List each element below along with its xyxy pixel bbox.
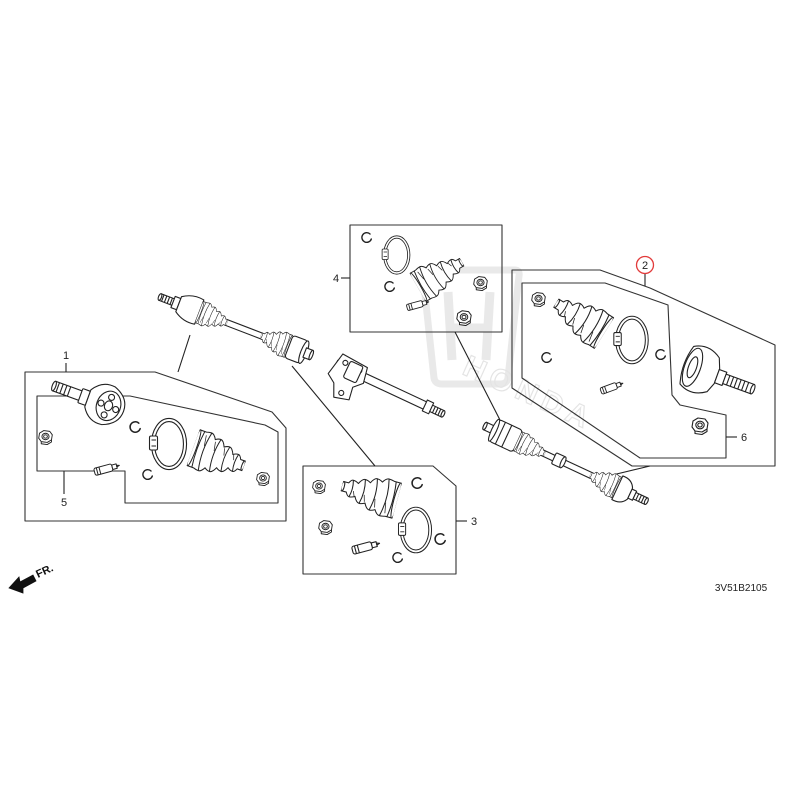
box-6-boot bbox=[545, 286, 616, 351]
outer-cv-joint-inner-race bbox=[103, 400, 114, 412]
box-3-circlip-upper bbox=[411, 477, 423, 489]
box-2-nut bbox=[691, 417, 709, 435]
box-3 bbox=[302, 465, 457, 575]
box-2-parts bbox=[531, 286, 756, 435]
intermediate-shaft-tip bbox=[440, 410, 446, 418]
box-6-circlip-right bbox=[655, 348, 667, 361]
bracket-bolt-hole bbox=[338, 389, 345, 396]
box-4-circlip-lower bbox=[384, 280, 396, 293]
right-shaft-inner-stub-tip bbox=[482, 421, 488, 431]
box-1-outer bbox=[24, 371, 287, 522]
left-shaft-inner-stub-tip bbox=[308, 349, 315, 361]
box-4-boot bbox=[408, 246, 472, 304]
box-3-nut-lower bbox=[318, 520, 333, 535]
box-1-boot bbox=[185, 427, 252, 486]
outer-cv-joint-ball bbox=[112, 405, 120, 414]
box-2-outer bbox=[511, 269, 776, 467]
intermediate-shaft-bearing bbox=[343, 361, 364, 384]
outer-cv-joint-tip bbox=[51, 380, 57, 392]
box-1-grease-tube bbox=[93, 461, 121, 477]
left-shaft-bar bbox=[223, 318, 267, 341]
left-shaft-stub-splines bbox=[161, 294, 173, 305]
right-shaft-outer-stub-splines bbox=[635, 493, 645, 503]
box-3-circlip-right bbox=[434, 533, 446, 545]
callout-5[interactable]: 5 bbox=[61, 497, 67, 509]
box-1-nut bbox=[38, 430, 53, 445]
callout-6[interactable]: 6 bbox=[741, 432, 747, 444]
left-shaft-stub-tip bbox=[157, 293, 163, 301]
right-shaft-damper-face bbox=[559, 456, 567, 469]
callout-4[interactable]: 4 bbox=[333, 273, 339, 285]
leader-left-shaft-box-1 bbox=[177, 334, 191, 373]
bracket-bolt-hole bbox=[342, 359, 349, 366]
diagram-code: 3V51B2105 bbox=[715, 583, 768, 594]
box-1-circlip-lower bbox=[142, 468, 154, 481]
inner-cv-joint-stub bbox=[722, 373, 755, 395]
callouts: 1 2 3 4 5 6 bbox=[61, 255, 747, 528]
inner-cv-joint bbox=[679, 345, 756, 395]
inner-cv-joint-bore bbox=[686, 356, 699, 379]
box-3-boot bbox=[336, 467, 403, 520]
box-6-inner bbox=[521, 282, 727, 459]
box-3-parts bbox=[312, 467, 446, 564]
kit-boxes bbox=[24, 224, 776, 575]
outer-cv-joint-ball bbox=[108, 393, 116, 401]
outer-cv-joint bbox=[51, 380, 126, 426]
box-6-nut bbox=[531, 292, 546, 307]
front-direction-arrow-icon: FR. bbox=[8, 562, 55, 594]
leader-box-4-right-shaft bbox=[454, 331, 501, 421]
box-3-circlip-lower bbox=[392, 551, 404, 564]
red-circle-icon bbox=[635, 255, 655, 275]
intermediate-shaft-spline-lines bbox=[431, 406, 442, 416]
box-4-nut-lower bbox=[456, 310, 472, 326]
box-6-circlip-left bbox=[541, 351, 553, 364]
left-shaft-outer-joint bbox=[175, 295, 205, 325]
box-1-boot-band bbox=[150, 420, 186, 468]
right-shaft-bar bbox=[539, 448, 594, 480]
box-3-grease-tube bbox=[350, 538, 382, 555]
intermediate-shaft-assembly bbox=[327, 353, 446, 418]
right-shaft-inner-joint-ribs bbox=[494, 422, 513, 448]
outer-cv-joint-ball bbox=[100, 411, 108, 419]
watermark-h-letter bbox=[443, 291, 495, 361]
box-1-small-nut bbox=[256, 471, 270, 486]
inner-cv-joint-tip bbox=[749, 383, 756, 395]
inner-cv-joint-splines bbox=[725, 375, 750, 392]
box-1-circlip-upper bbox=[129, 421, 141, 433]
front-direction-arrow bbox=[8, 574, 37, 594]
box-6-boot-band bbox=[612, 315, 649, 365]
box-4-boot-band bbox=[380, 235, 411, 275]
callout-1[interactable]: 1 bbox=[63, 350, 69, 362]
outer-cv-joint-ball bbox=[97, 399, 105, 407]
box-4-circlip-upper bbox=[361, 231, 373, 244]
outer-cv-joint-splines bbox=[55, 382, 72, 397]
watermark-text: HONDA bbox=[458, 350, 599, 437]
left-driveshaft-assembly bbox=[157, 293, 315, 364]
right-driveshaft-assembly bbox=[482, 418, 649, 506]
box-5-inner bbox=[36, 395, 279, 504]
honda-watermark: HONDA bbox=[419, 266, 600, 437]
right-shaft-outer-stub-tip bbox=[643, 497, 649, 506]
box-6-grease-tube bbox=[599, 379, 625, 395]
right-shaft-outer-joint bbox=[611, 475, 634, 503]
box-4-nut-upper bbox=[473, 276, 488, 291]
leader-left-shaft-box-3 bbox=[291, 365, 376, 467]
right-shaft-inner-joint-face bbox=[487, 418, 501, 442]
box-3-nut-upper bbox=[312, 479, 326, 494]
front-direction-label: FR. bbox=[34, 562, 55, 580]
callout-3[interactable]: 3 bbox=[471, 516, 477, 528]
callout-2[interactable]: 2 bbox=[642, 260, 648, 272]
callout-2-group[interactable]: 2 bbox=[635, 255, 655, 275]
box-3-boot-band bbox=[398, 509, 430, 552]
box-1-parts bbox=[38, 380, 270, 486]
